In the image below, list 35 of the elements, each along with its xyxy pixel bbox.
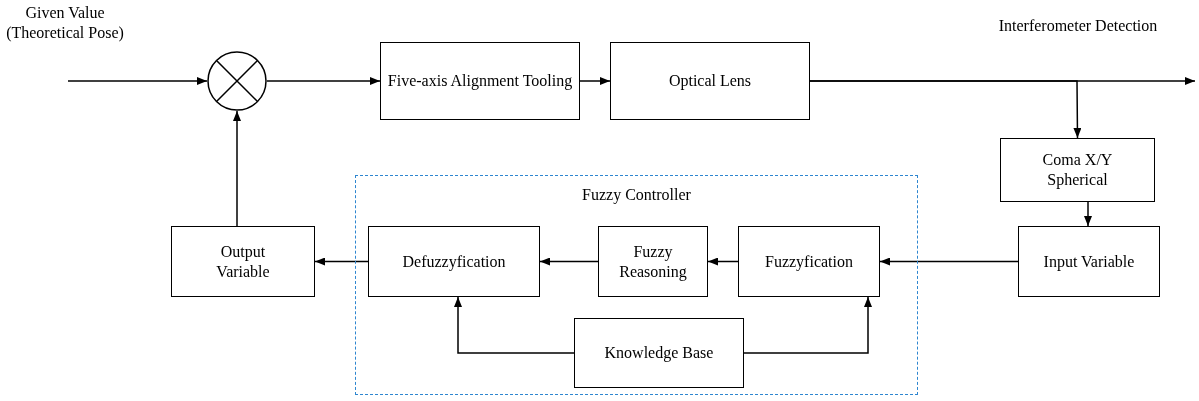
process-box bbox=[171, 226, 315, 297]
arrow bbox=[743, 296, 872, 354]
arrow bbox=[879, 257, 1019, 266]
arrow bbox=[233, 110, 241, 227]
box-label: Fuzzy Reasoning bbox=[618, 241, 688, 282]
box-label: Fuzzyfication bbox=[765, 251, 853, 272]
group-title: Fuzzy Controller bbox=[581, 185, 692, 205]
arrow bbox=[266, 77, 381, 85]
box-label: Output Variable bbox=[215, 241, 271, 282]
dashed-group-box bbox=[355, 175, 918, 395]
box-label: Optical Lens bbox=[668, 71, 752, 91]
process-box bbox=[1018, 226, 1160, 297]
process-box bbox=[738, 226, 880, 297]
box-label: Five-axis Alignment Tooling bbox=[387, 71, 573, 91]
arrow bbox=[1084, 201, 1092, 227]
process-box bbox=[380, 42, 580, 120]
process-box bbox=[368, 226, 540, 297]
process-box bbox=[610, 42, 810, 120]
arrow bbox=[579, 77, 611, 85]
box-label: Defuzzyfication bbox=[402, 251, 506, 272]
process-box bbox=[598, 226, 708, 297]
box-label: Knowledge Base bbox=[604, 343, 714, 363]
arrow bbox=[314, 257, 369, 266]
box-label: Coma X/Y Spherical bbox=[1041, 150, 1114, 190]
arrow bbox=[539, 257, 599, 266]
arrow bbox=[454, 296, 575, 354]
summing-junction bbox=[207, 51, 267, 111]
arrow bbox=[809, 80, 1082, 139]
arrow bbox=[67, 77, 208, 85]
process-box bbox=[574, 318, 744, 388]
signal-label: Interferometer Detection bbox=[997, 16, 1159, 36]
process-box bbox=[1000, 138, 1155, 202]
signal-label: Given Value (Theoretical Pose) bbox=[5, 3, 125, 43]
box-label: Input Variable bbox=[1043, 251, 1135, 272]
arrow bbox=[707, 257, 739, 266]
